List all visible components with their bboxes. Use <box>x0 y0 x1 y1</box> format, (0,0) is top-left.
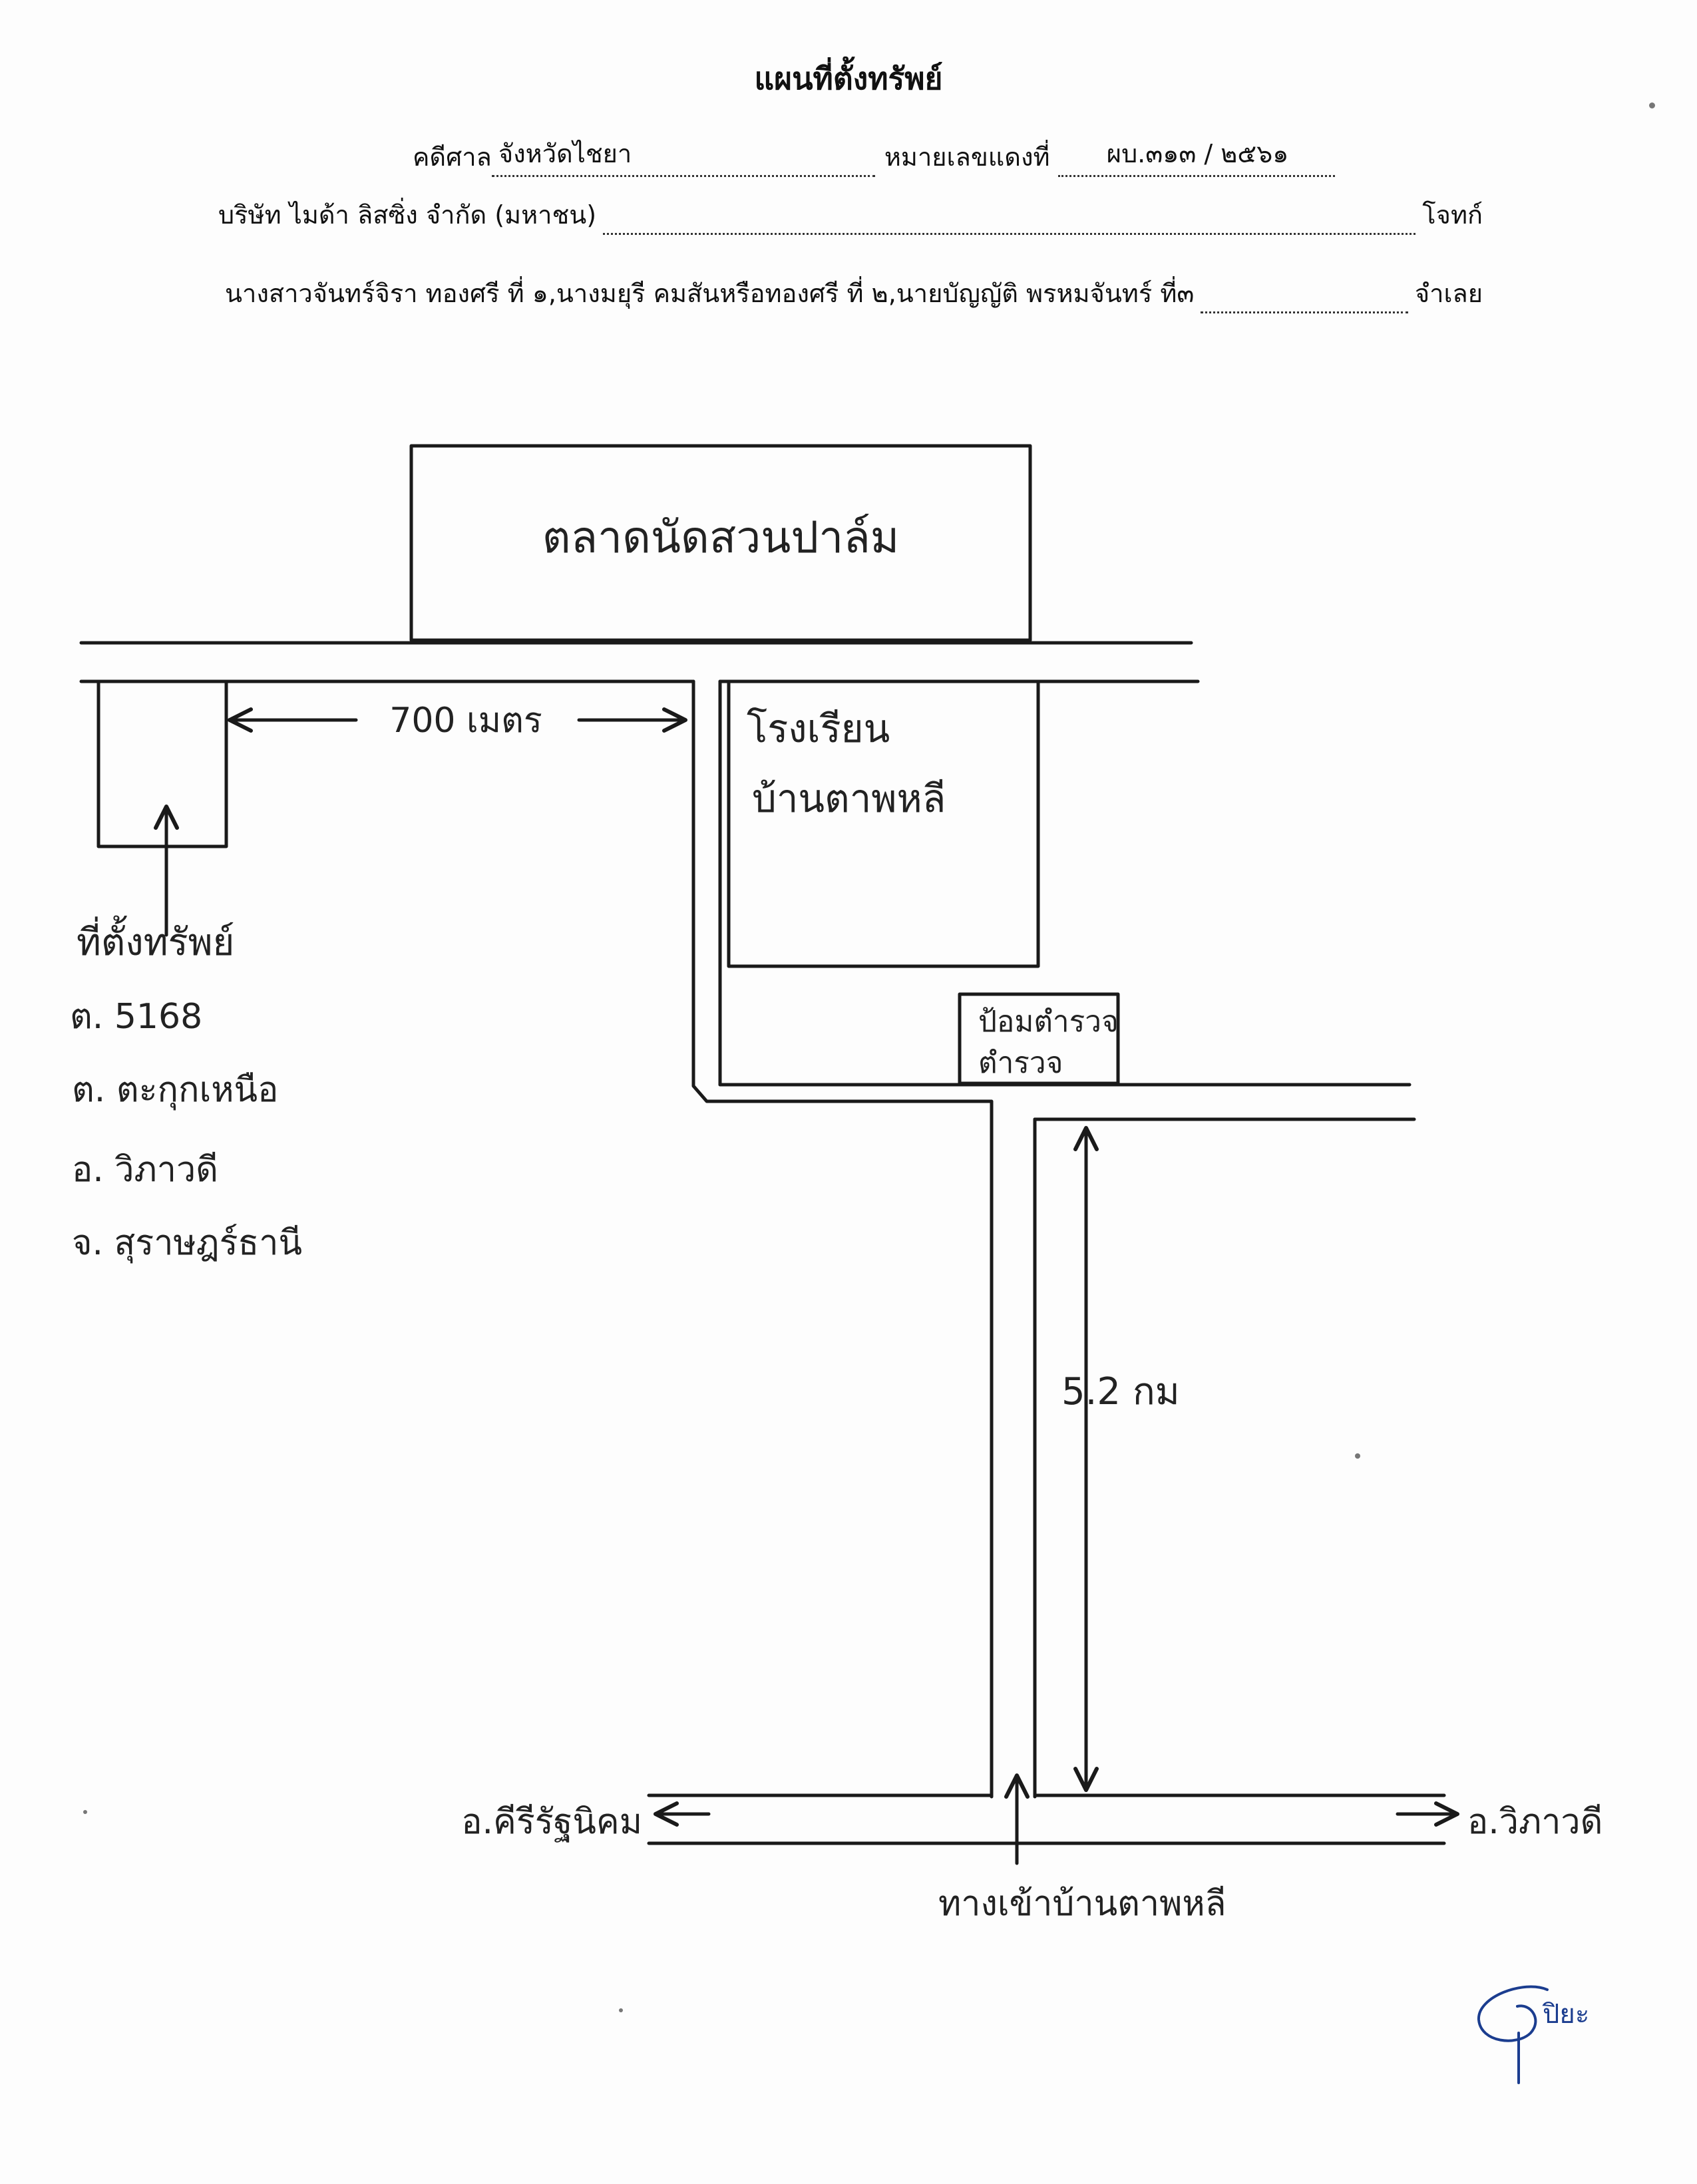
defendants-names: นางสาวจันทร์จิรา ทองศรี ที่ ๑,นางมยุรี ค… <box>225 279 1195 308</box>
signature-stroke <box>1477 1985 1549 2042</box>
scan-speck <box>1355 1453 1360 1459</box>
address-line-1: ต. 5168 <box>70 997 202 1037</box>
case-info-row: คดีศาล จังหวัดไชยา หมายเลขแดงที่ ผบ.๓๑๓ … <box>413 133 1335 177</box>
address-line-2: ต. ตะกุกเหนือ <box>72 1070 278 1111</box>
scan-speck <box>619 2008 623 2012</box>
plaintiff-fill-line <box>603 232 1416 235</box>
left-direction-label: อ.คีรีรัฐนิคม <box>461 1802 642 1842</box>
plaintiff-label: โจทก์ <box>1422 200 1483 230</box>
property-label: ที่ตั้งทรัพย์ <box>77 916 234 964</box>
case-number-value: ผบ.๓๑๓ / ๒๕๖๑ <box>1057 133 1335 177</box>
court-value: จังหวัดไชยา <box>491 133 875 177</box>
police-label-line-2: ตำรวจ <box>978 1046 1063 1080</box>
right-direction-label: อ.วิภาวดี <box>1467 1802 1603 1842</box>
school-building <box>727 679 1040 968</box>
address-line-4: จ. สุราษฎร์ธานี <box>72 1223 302 1264</box>
market-label: ตลาดนัดสวนปาล์ม <box>542 512 900 563</box>
document-title: แผนที่ตั้งทรัพย์ <box>754 61 943 96</box>
defendant-fill-line <box>1201 310 1408 313</box>
school-label-line-2: บ้านตาพหลี <box>752 776 946 821</box>
plaintiff-row: บริษัท ไมด้า ลิสซิ่ง จำกัด (มหาชน) โจทก์ <box>218 194 1483 235</box>
side-road-left-edge <box>691 679 994 1799</box>
court-label: คดีศาล <box>413 142 492 172</box>
property-plot <box>96 679 228 848</box>
defendant-label: จำเลย <box>1414 279 1483 308</box>
address-line-3: อ. วิภาวดี <box>72 1150 218 1190</box>
scan-speck <box>1649 102 1655 108</box>
plaintiff-name: บริษัท ไมด้า ลิสซิ่ง จำกัด (มหาชน) <box>218 200 597 230</box>
signature-label: ปิยะ <box>1542 1999 1589 2030</box>
bottom-road-label: ทางเข้าบ้านตาพหลี <box>938 1884 1226 1924</box>
case-number-label: หมายเลขแดงที่ <box>884 142 1050 172</box>
defendant-row: นางสาวจันทร์จิรา ทองศรี ที่ ๑,นางมยุรี ค… <box>225 273 1483 313</box>
distance-vertical-label: 5.2 กม <box>1061 1370 1180 1413</box>
school-label-line-1: โรงเรียน <box>747 706 890 751</box>
market-building <box>409 444 1032 642</box>
scan-speck <box>83 1810 87 1814</box>
police-box <box>958 992 1120 1085</box>
police-label-line-1: ป้อมตำรวจ <box>978 1005 1119 1039</box>
distance-top-label: 700 เมตร <box>389 701 542 741</box>
